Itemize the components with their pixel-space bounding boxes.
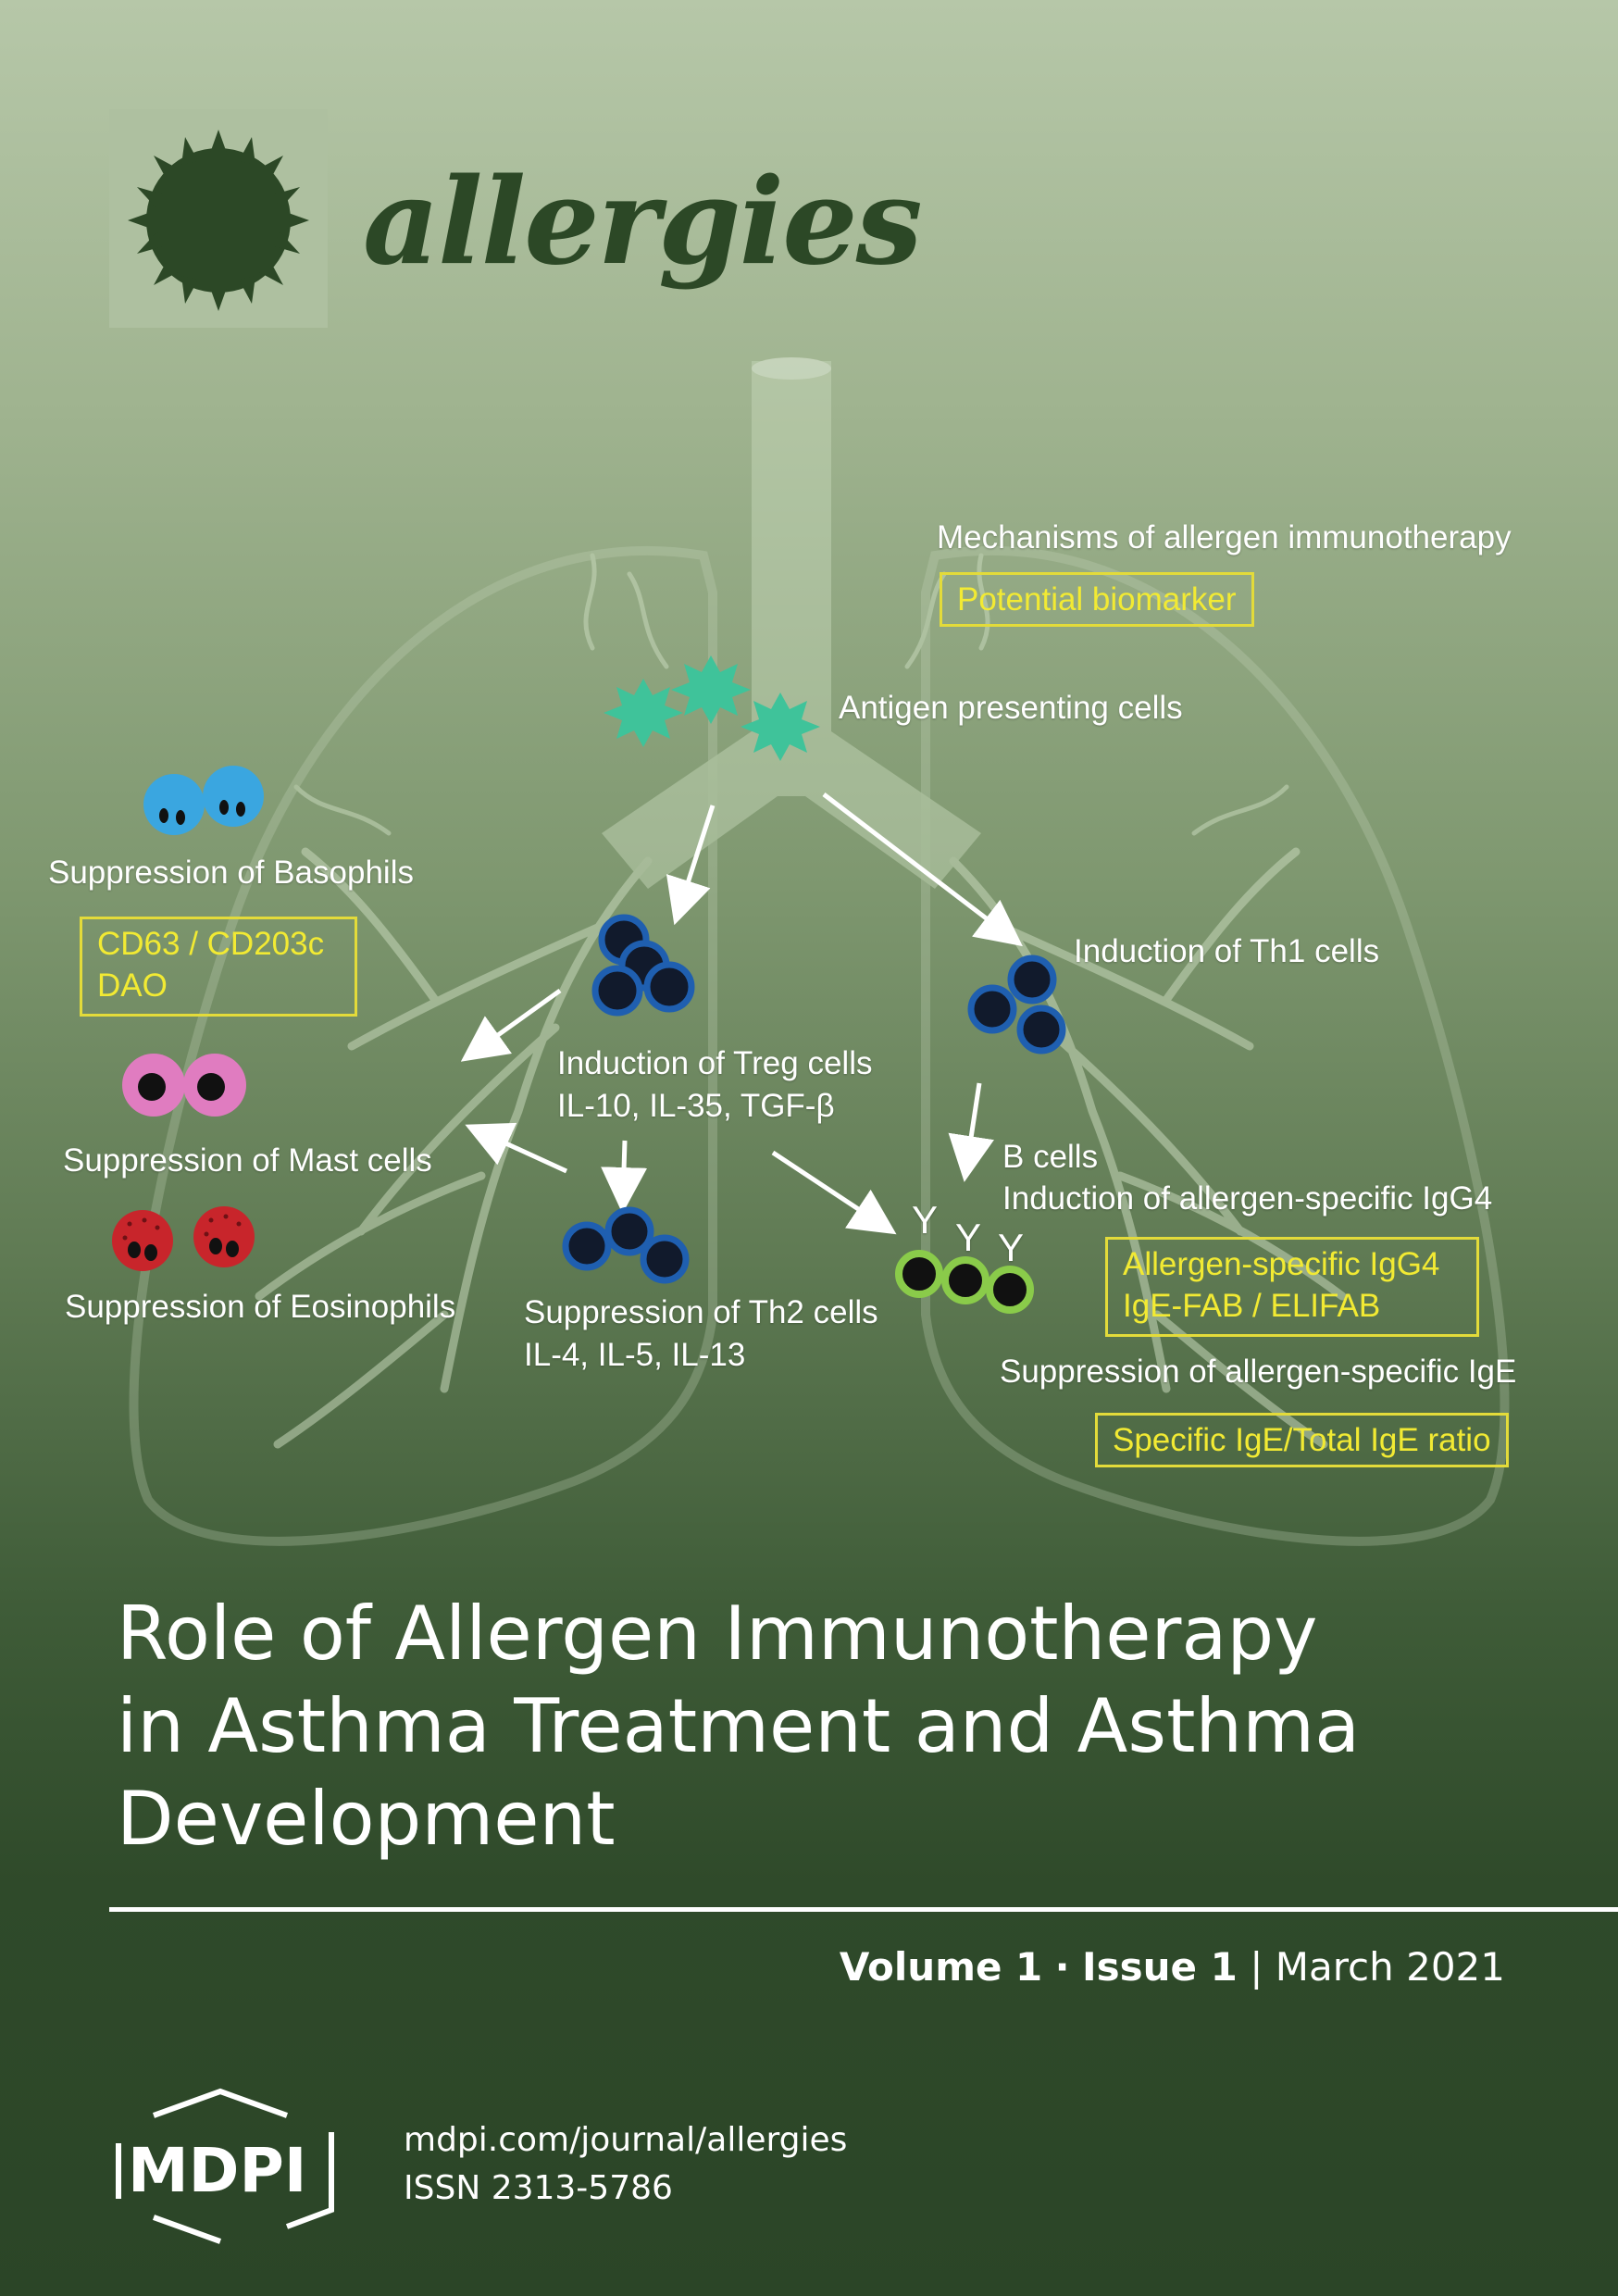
igg4-label: Induction of allergen-specific IgG4 (1002, 1180, 1493, 1217)
mast-cell-label: Suppression of Mast cells (63, 1142, 432, 1179)
biomarker-legend: Potential biomarker (940, 572, 1254, 627)
journal-name: allergies (363, 153, 923, 292)
article-title: Role of Allergen Immunotherapy in Asthma… (117, 1588, 1561, 1866)
antibody-glyph: Y (955, 1216, 982, 1259)
ige-label: Suppression of allergen-specific IgE (1000, 1354, 1517, 1390)
lungs-illustration (129, 357, 1510, 1546)
mdpi-hexagon-icon: MDPI (116, 2088, 334, 2244)
th1-label: Induction of Th1 cells (1074, 933, 1380, 969)
publisher-logo: MDPI (109, 2088, 336, 2245)
b-cells (895, 1250, 1034, 1314)
antibody-glyph: Y (998, 1226, 1025, 1269)
treg-label: Induction of Treg cells (557, 1045, 873, 1081)
th2-cytokines: IL-4, IL-5, IL-13 (524, 1337, 746, 1373)
ige-biomarker-box: Specific IgE/Total IgE ratio (1095, 1413, 1509, 1467)
apc-cell (604, 679, 683, 747)
volume-number: Volume 1 (839, 1944, 1043, 1990)
pollen-icon (128, 130, 309, 311)
biomarker-item: DAO (97, 967, 168, 1004)
antigen-presenting-cells (604, 655, 820, 761)
mdpi-logo-text: MDPI (128, 2135, 306, 2206)
journal-url[interactable]: mdpi.com/journal/allergies (404, 2121, 848, 2159)
biomarker-item: CD63 / CD203c (97, 926, 325, 962)
th2-cells (562, 1206, 690, 1284)
pathway-arrows (460, 792, 1023, 1235)
issue-info: Volume 1 · Issue 1 | March 2021 (840, 1940, 1505, 1995)
basophil-label: Suppression of Basophils (48, 855, 414, 891)
apc-label: Antigen presenting cells (839, 690, 1183, 726)
treg-cells (591, 914, 695, 1017)
antibody-glyph: Y (912, 1198, 939, 1242)
journal-logo (109, 109, 328, 328)
title-line: Role of Allergen Immunotherapy (117, 1591, 1318, 1677)
biomarker-item: IgE-FAB / ELIFAB (1123, 1288, 1381, 1324)
basophil-biomarker-box: CD63 / CD203c DAO (80, 917, 357, 1017)
title-line: in Asthma Treatment and Asthma (117, 1683, 1361, 1769)
treg-cytokines: IL-10, IL-35, TGF-β (557, 1088, 835, 1124)
issue-separator: · (1054, 1944, 1070, 1990)
figure-heading: Mechanisms of allergen immunotherapy (937, 519, 1512, 555)
issue-number: Issue 1 (1081, 1944, 1238, 1990)
bcell-label: B cells (1002, 1139, 1099, 1175)
igg4-biomarker-box: Allergen-specific IgG4 IgE-FAB / ELIFAB (1105, 1237, 1479, 1337)
issue-divider: | (1250, 1944, 1263, 1990)
mast-cells (122, 1054, 246, 1117)
title-line: Development (117, 1776, 616, 1862)
divider-rule (109, 1907, 1618, 1912)
apc-cell (741, 693, 820, 761)
apc-cell (671, 655, 751, 724)
eosinophil-label: Suppression of Eosinophils (65, 1289, 456, 1325)
th2-label: Suppression of Th2 cells (524, 1294, 878, 1330)
biomarker-item: Allergen-specific IgG4 (1123, 1246, 1440, 1282)
th1-cells (967, 955, 1066, 1054)
basophil-cells (143, 766, 264, 835)
issue-date: March 2021 (1275, 1944, 1505, 1990)
eosinophil-cells (112, 1206, 255, 1271)
issn-number: ISSN 2313-5786 (404, 2169, 673, 2207)
